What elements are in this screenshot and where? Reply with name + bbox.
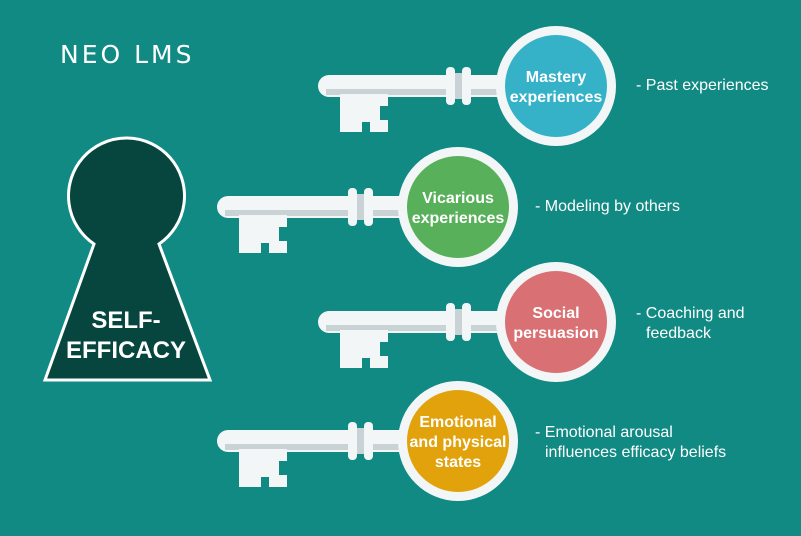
description-line: feedback [646, 325, 711, 342]
key-bow-fill-emotional [407, 390, 509, 492]
key-collar-gap [357, 194, 364, 220]
key-title-line: states [435, 454, 481, 471]
description-line: - Coaching and [636, 305, 745, 322]
keyhole-label-line2: EFFICACY [66, 337, 186, 364]
key-title-line: Mastery [526, 69, 587, 86]
description-line: - Modeling by others [535, 198, 680, 215]
key-title-line: Emotional [419, 414, 496, 431]
description-line: - Emotional arousal [535, 424, 673, 441]
key-collar-ring [364, 422, 373, 460]
key-title-line: experiences [510, 89, 603, 106]
key-mastery: Mastery experiences [318, 26, 616, 146]
key-collar-gap [455, 73, 462, 99]
description-social: - Coaching and feedback [636, 304, 745, 344]
description-line: influences efficacy beliefs [545, 444, 727, 461]
key-collar-ring [462, 67, 471, 105]
key-bow-fill-mastery [505, 35, 607, 137]
key-social: Social persuasion [318, 262, 616, 382]
description-line: - Past experiences [636, 77, 769, 94]
key-collar-ring [348, 422, 357, 460]
key-bow-fill-vicarious [407, 156, 509, 258]
key-bit [239, 215, 287, 253]
key-collar-gap [455, 309, 462, 335]
description-mastery: - Past experiences [636, 76, 769, 96]
key-title-line: persuasion [513, 325, 598, 342]
keys-layer: MasteryexperiencesVicariousexperiencesSo… [217, 26, 616, 501]
key-collar-gap [357, 428, 364, 454]
key-collar-ring [446, 303, 455, 341]
key-collar-ring [348, 188, 357, 226]
key-title-line: Vicarious [422, 190, 494, 207]
key-title-line: experiences [412, 210, 505, 227]
key-shaft-shadow [225, 444, 418, 450]
key-title-line: Social [532, 305, 579, 322]
key-collar-ring [364, 188, 373, 226]
key-bit [340, 330, 388, 368]
key-bit [340, 94, 388, 132]
key-emotional: Emotional and physical states [217, 381, 518, 501]
key-shaft-shadow [225, 210, 418, 216]
description-emotional: - Emotional arousal influences efficacy b… [535, 423, 726, 463]
key-bit [239, 449, 287, 487]
brand-logo: NEO LMS [60, 40, 195, 69]
key-title-line: and physical [410, 434, 507, 451]
key-collar-ring [446, 67, 455, 105]
description-vicarious: - Modeling by others [535, 197, 680, 217]
keyhole-label-line1: SELF- [91, 307, 160, 334]
keyhole: SELF- EFFICACY [42, 136, 213, 382]
key-shaft-shadow [326, 325, 516, 331]
key-vicarious: Vicarious experiences [217, 147, 518, 267]
key-shaft-shadow [326, 89, 516, 95]
key-collar-ring [462, 303, 471, 341]
keyhole-shape [42, 136, 213, 382]
key-bow-fill-social [505, 271, 607, 373]
